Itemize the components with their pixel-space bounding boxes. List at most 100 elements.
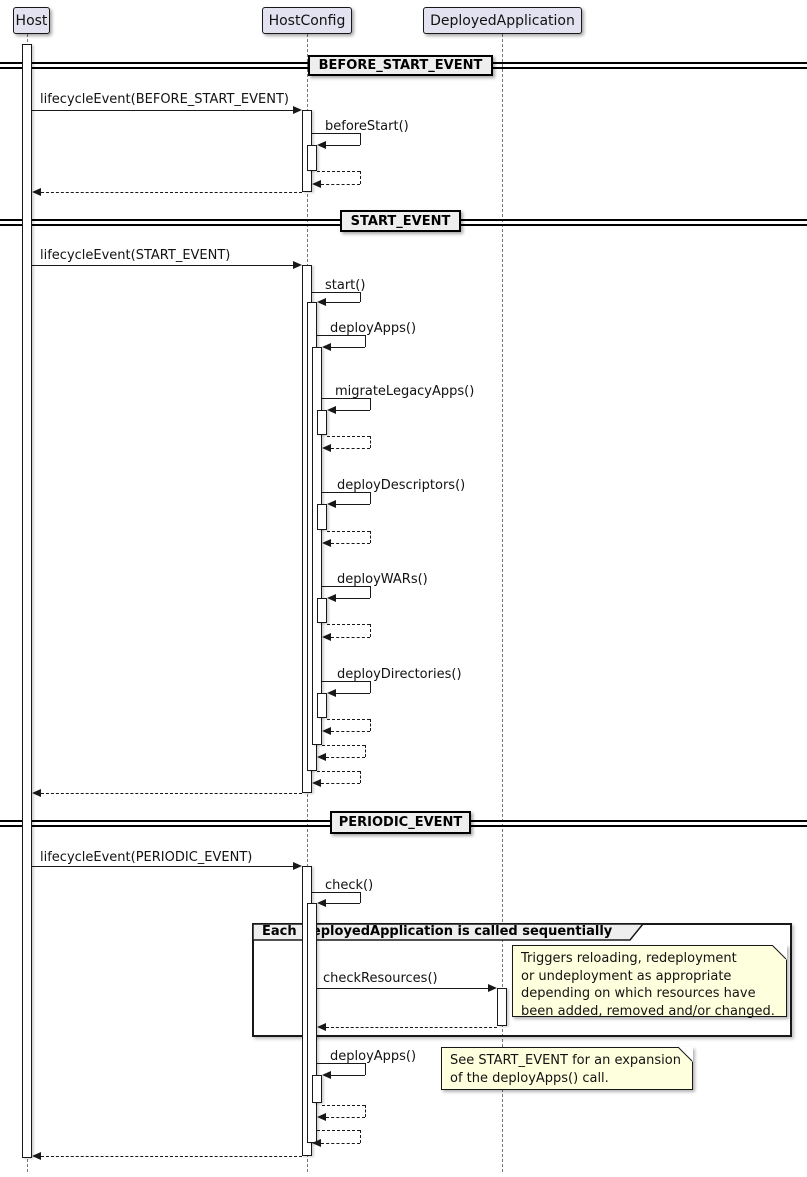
- divider-before-start-event: BEFORE_START_EVENT: [308, 55, 493, 76]
- participant-deployedapplication: DeployedApplication: [423, 7, 582, 34]
- message-label-lifecycle-start: lifecycleEvent(START_EVENT): [40, 248, 231, 263]
- message-label-deployDescriptors: deployDescriptors(): [337, 478, 466, 493]
- message-label-deployWARs: deployWARs(): [337, 572, 428, 587]
- note-line: been added, removed and/or changed.: [521, 1003, 775, 1019]
- arrow-head: [317, 141, 326, 149]
- self-call-line: [336, 410, 370, 411]
- self-return-line: [322, 745, 365, 746]
- arrow-head: [322, 727, 331, 735]
- divider-start-event-label: START_EVENT: [350, 213, 451, 229]
- self-return-line: [331, 448, 370, 449]
- self-call-line: [322, 586, 370, 587]
- divider-periodic-event-label: PERIODIC_EVENT: [338, 815, 463, 830]
- self-return-line: [331, 543, 370, 544]
- self-call-line: [326, 903, 360, 904]
- self-call-line: [360, 292, 361, 302]
- activation-deployWARs: [317, 598, 327, 623]
- arrow-head: [317, 1113, 326, 1121]
- note-line: or undeployment as appropriate: [521, 968, 732, 984]
- self-return-line: [317, 771, 360, 772]
- arrow-head: [322, 539, 331, 547]
- message-label-deployApps-periodic: deployApps(): [330, 1049, 417, 1064]
- self-call-line: [331, 347, 365, 348]
- self-return-line: [360, 1130, 361, 1143]
- self-call-line: [370, 398, 371, 410]
- self-return-line: [360, 771, 361, 783]
- arrow-head: [327, 500, 336, 508]
- participant-host-label: Host: [15, 12, 48, 29]
- note-line: depending on which resources have: [521, 986, 756, 1001]
- arrow-head: [293, 862, 302, 870]
- self-return-line: [326, 757, 365, 758]
- self-call-line: [317, 335, 365, 336]
- message-line: [32, 866, 294, 867]
- activation-check: [307, 903, 317, 1143]
- arrow-head: [293, 261, 302, 269]
- self-call-line: [336, 693, 370, 694]
- message-label-lifecycle-periodic: lifecycleEvent(PERIODIC_EVENT): [40, 850, 253, 865]
- arrow-head: [322, 343, 331, 351]
- divider-start-event: START_EVENT: [340, 210, 461, 232]
- divider-periodic-event: PERIODIC_EVENT: [330, 811, 471, 834]
- message-label-checkResources: checkResources(): [323, 971, 438, 986]
- activation-deployApps: [312, 347, 322, 745]
- self-return-line: [327, 436, 370, 437]
- message-label-migrateLegacyApps: migrateLegacyApps(): [335, 384, 475, 399]
- arrow-head: [327, 406, 336, 414]
- arrow-head: [317, 753, 326, 761]
- return-line: [41, 192, 302, 193]
- note-deployApps: See START_EVENT for an expansion of the …: [441, 1047, 693, 1090]
- self-call-line: [312, 292, 360, 293]
- arrow-head: [317, 1023, 326, 1031]
- self-call-line: [336, 504, 370, 505]
- arrow-head: [327, 594, 336, 602]
- self-call-line: [322, 681, 370, 682]
- activation-migrateLegacyApps: [317, 410, 327, 435]
- self-call-line: [360, 892, 361, 903]
- return-line: [41, 1156, 302, 1157]
- note-line: Triggers reloading, redeployment: [521, 951, 737, 966]
- message-line: [32, 110, 294, 111]
- message-label-deployApps: deployApps(): [330, 321, 417, 336]
- message-label-start: start(): [325, 278, 366, 293]
- self-call-line: [370, 681, 371, 693]
- arrow-head: [322, 444, 331, 452]
- note-fold-icon: [678, 1047, 693, 1062]
- divider-before-start-event-label: BEFORE_START_EVENT: [318, 58, 483, 73]
- self-return-line: [322, 1105, 365, 1106]
- arrow-head: [32, 1152, 41, 1160]
- self-call-line: [312, 133, 360, 134]
- self-return-line: [317, 171, 360, 172]
- self-call-line: [317, 1063, 365, 1064]
- self-call-line: [322, 398, 370, 399]
- arrow-head: [322, 1071, 331, 1079]
- self-call-line: [326, 145, 360, 146]
- arrow-head: [312, 1139, 321, 1147]
- self-return-line: [321, 184, 360, 185]
- self-call-line: [370, 586, 371, 598]
- host-activation-bar: [22, 44, 32, 1158]
- arrow-head: [293, 106, 302, 114]
- activation-deployDirectories: [317, 693, 327, 718]
- self-call-line: [322, 492, 370, 493]
- activation-deployDescriptors: [317, 504, 327, 530]
- self-return-line: [370, 436, 371, 448]
- return-line: [41, 793, 302, 794]
- message-label-lifecycle-before: lifecycleEvent(BEFORE_START_EVENT): [40, 92, 289, 107]
- self-return-line: [360, 171, 361, 184]
- participant-hostconfig-label: HostConfig: [268, 12, 346, 29]
- self-return-line: [326, 1117, 365, 1118]
- self-call-line: [326, 302, 360, 303]
- self-call-line: [331, 1075, 365, 1076]
- return-line: [326, 1027, 497, 1028]
- activation-deployApps-periodic: [312, 1075, 322, 1103]
- arrow-head: [317, 298, 326, 306]
- arrow-head: [32, 789, 41, 797]
- group-title-tab: [252, 923, 645, 941]
- participant-deployedapplication-label: DeployedApplication: [430, 12, 575, 29]
- self-return-line: [327, 624, 370, 625]
- participant-host: Host: [13, 7, 50, 34]
- self-return-line: [365, 1105, 366, 1117]
- note-line: of the deployApps() call.: [450, 1070, 609, 1086]
